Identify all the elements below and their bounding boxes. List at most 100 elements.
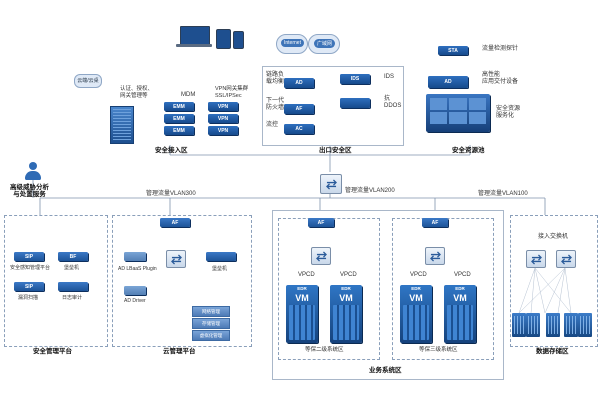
cloud-bastion-device bbox=[206, 252, 236, 261]
storage-switch-1 bbox=[526, 250, 546, 268]
pool-ad-device: AD bbox=[428, 76, 468, 88]
storage-unit-1 bbox=[512, 313, 526, 337]
vpcd-label-4: VPCD bbox=[454, 272, 471, 278]
storage-zone-title: 数据存储区 bbox=[536, 348, 569, 355]
tile-virtualization-mgmt: 虚拟化管理 bbox=[192, 330, 230, 341]
storage-unit-3 bbox=[546, 313, 560, 337]
storage-unit-2 bbox=[526, 313, 540, 337]
cloud-desktop-label: 云端/云桌 bbox=[77, 78, 99, 84]
egress-zone-title: 出口安全区 bbox=[319, 147, 352, 154]
switch-arrows-icon bbox=[315, 250, 327, 262]
vlan200-label: 管理流量VLAN200 bbox=[345, 188, 395, 194]
vlan300-label: 管理流量VLAN300 bbox=[146, 191, 196, 197]
emm-device-3: EMM bbox=[164, 126, 194, 135]
ac-device: AC bbox=[284, 124, 314, 134]
wan-label: 广域网 bbox=[314, 39, 336, 48]
cloud-mgmt-title: 云管理平台 bbox=[163, 348, 196, 355]
level3-switch bbox=[425, 247, 445, 265]
tile-storage-mgmt: 存储管理 bbox=[192, 318, 230, 329]
emm-device-2: EMM bbox=[164, 114, 194, 123]
level2-switch bbox=[311, 247, 331, 265]
log-device bbox=[58, 282, 88, 291]
vpn-device-1: VPN bbox=[208, 102, 238, 111]
ad-plugin-label: AD LBaaS Plugin bbox=[118, 266, 157, 272]
access-switch-label: 接入交换机 bbox=[538, 234, 569, 240]
level2-af-device: AF bbox=[308, 218, 334, 227]
egress-zone-frame bbox=[262, 66, 404, 146]
internet-cloud: Internet bbox=[276, 34, 308, 54]
ddos-device bbox=[340, 98, 370, 108]
storage-zone bbox=[510, 215, 598, 347]
vpn-cluster-label: VPN网关集群 SSL/IPSec bbox=[215, 86, 249, 99]
level3-af-device: AF bbox=[422, 218, 448, 227]
business-zone-title: 业务系统区 bbox=[369, 367, 402, 374]
secure-access-zone-title: 安全接入区 bbox=[155, 147, 188, 154]
switch-arrows-icon bbox=[560, 253, 572, 265]
level3-zone-label: 等保三级系统区 bbox=[419, 347, 458, 353]
sip-device-1: SIP bbox=[14, 252, 44, 261]
sip-device-2: SIP bbox=[14, 282, 44, 291]
vpcd-label-3: VPCD bbox=[410, 272, 427, 278]
ad-driver-device bbox=[124, 286, 146, 295]
storage-unit-4 bbox=[564, 313, 578, 337]
ad-plugin-device bbox=[124, 252, 146, 261]
tablet-icon bbox=[216, 29, 231, 49]
cloud-af-device: AF bbox=[160, 218, 190, 227]
vpcd-label-1: VPCD bbox=[298, 272, 315, 278]
ids-device: IDS bbox=[340, 74, 370, 84]
internet-label: Internet bbox=[281, 39, 304, 47]
wan-cloud: 广域网 bbox=[308, 34, 340, 54]
lb-label: 链路负 载均衡 bbox=[266, 72, 285, 85]
cloud-mgmt-zone bbox=[112, 215, 252, 347]
sta-label: 流量检测探针 bbox=[482, 46, 519, 52]
mdm-label: MDM bbox=[181, 92, 196, 98]
log-audit-label: 日志审计 bbox=[62, 295, 83, 301]
vlan100-label: 管理流量VLAN100 bbox=[478, 191, 528, 197]
security-pool-title: 安全资源池 bbox=[452, 147, 485, 154]
business-zone bbox=[272, 210, 504, 380]
phone-icon bbox=[233, 31, 244, 49]
security-mgmt-zone bbox=[4, 215, 108, 347]
storage-unit-5 bbox=[578, 313, 592, 337]
res-service-label: 安全资源 服务化 bbox=[496, 106, 521, 119]
app-delivery-label: 高性能 应用交付设备 bbox=[482, 72, 519, 85]
switch-arrows-icon bbox=[530, 253, 542, 265]
access-auth-label: 认证、授权、 网关管理等 bbox=[120, 86, 154, 99]
cloud-switch bbox=[166, 250, 186, 268]
vuln-scan-label: 漏洞扫描 bbox=[18, 295, 39, 301]
switch-arrows-icon bbox=[325, 178, 337, 190]
emm-device-1: EMM bbox=[164, 102, 194, 111]
cloud-desktop-badge: 云端/云桌 bbox=[74, 74, 102, 88]
sta-device: STA bbox=[438, 46, 468, 55]
sip-platform-label: 安全感知管理平台 bbox=[10, 265, 51, 271]
bastion-label: 堡垒机 bbox=[64, 265, 80, 271]
tile-network-mgmt: 网络管理 bbox=[192, 306, 230, 317]
threat-analysis-label: 高级威胁分析 与处置服务 bbox=[10, 184, 49, 198]
ngaf-label: 下一代 防火墙 bbox=[266, 98, 285, 111]
flow-control-label: 流控 bbox=[266, 122, 279, 128]
bf-device: BF bbox=[58, 252, 88, 261]
ad-device: AD bbox=[284, 78, 314, 88]
laptop-icon bbox=[176, 26, 212, 48]
vpcd-label-2: VPCD bbox=[340, 272, 357, 278]
vpn-device-3: VPN bbox=[208, 126, 238, 135]
vpn-device-2: VPN bbox=[208, 114, 238, 123]
core-switch bbox=[320, 174, 342, 194]
storage-switch-2 bbox=[556, 250, 576, 268]
ddos-label: 抗 DDOS bbox=[384, 96, 402, 109]
switch-arrows-icon bbox=[429, 250, 441, 262]
security-mgmt-title: 安全管理平台 bbox=[33, 348, 72, 355]
access-server-rack bbox=[110, 106, 134, 144]
switch-arrows-icon bbox=[170, 253, 182, 265]
ids-label: IDS bbox=[384, 74, 395, 80]
level2-zone-label: 等保二级系统区 bbox=[305, 347, 344, 353]
af-device: AF bbox=[284, 104, 314, 114]
person-icon bbox=[24, 162, 42, 180]
security-pool-chassis bbox=[426, 94, 490, 132]
ad-driver-label: AD Driver bbox=[124, 298, 146, 304]
